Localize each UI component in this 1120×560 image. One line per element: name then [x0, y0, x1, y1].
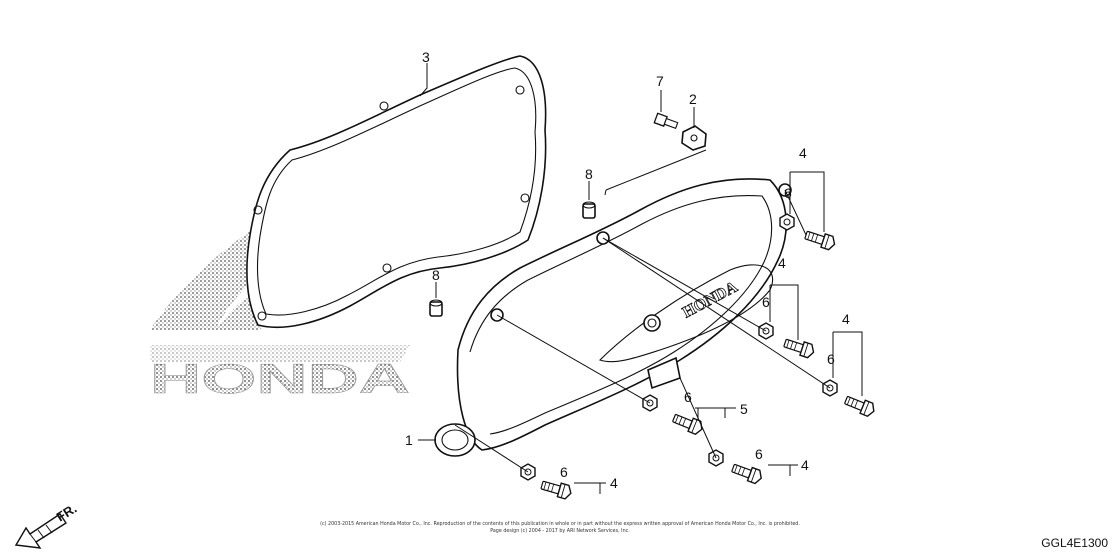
bolt-part-7[interactable] [653, 112, 679, 130]
copyright-line-1: (c) 2003-2015 American Honda Motor Co., … [320, 522, 800, 527]
callout-4-b: 4 [778, 255, 786, 271]
bolt-part-4-a[interactable] [803, 227, 838, 252]
dowel-pin-part-8-upper[interactable] [582, 201, 596, 219]
callout-8-upper: 8 [585, 166, 593, 182]
callout-labels: 3 1 2 7 8 8 4 6 4 6 4 6 6 5 6 4 6 4 [405, 49, 850, 491]
callout-5: 5 [740, 401, 748, 417]
washer-part-6-a[interactable] [779, 213, 795, 231]
bolt-part-4-c[interactable] [842, 392, 878, 419]
gasket-part-3[interactable] [246, 55, 547, 329]
diagram-code: GGL4E1300 [1041, 536, 1108, 550]
honda-watermark-text: HONDA [150, 355, 410, 402]
callout-3: 3 [422, 49, 430, 65]
bolt-part-4-b[interactable] [782, 335, 817, 360]
callout-4-d: 4 [801, 457, 809, 473]
callout-1: 1 [405, 432, 413, 448]
callout-4-a: 4 [799, 145, 807, 161]
leader-lines [418, 63, 863, 494]
left-crankcase-cover-part-1[interactable]: HONDA [434, 178, 792, 457]
bolt-part-4-e[interactable] [539, 477, 574, 501]
bolt-part-4-d[interactable] [729, 460, 765, 486]
callout-6-b: 6 [762, 294, 770, 310]
callout-6-e: 6 [755, 446, 763, 462]
callout-8-lower: 8 [432, 267, 440, 283]
dowel-pin-part-8-lower[interactable] [429, 299, 443, 317]
callout-4-e: 4 [610, 475, 618, 491]
callout-6-d: 6 [684, 389, 692, 405]
callout-6-f: 6 [560, 464, 568, 480]
copyright-line-2: Page design (c) 2004 - 2017 by ARI Netwo… [490, 529, 630, 534]
clamp-part-2[interactable] [681, 125, 707, 151]
bolt-part-5[interactable] [670, 410, 706, 437]
callout-6-a: 6 [784, 185, 792, 201]
callout-7: 7 [656, 73, 664, 89]
callout-2: 2 [689, 91, 697, 107]
callout-4-c: 4 [842, 311, 850, 327]
front-arrow-icon [14, 513, 67, 549]
callout-6-c: 6 [827, 351, 835, 367]
